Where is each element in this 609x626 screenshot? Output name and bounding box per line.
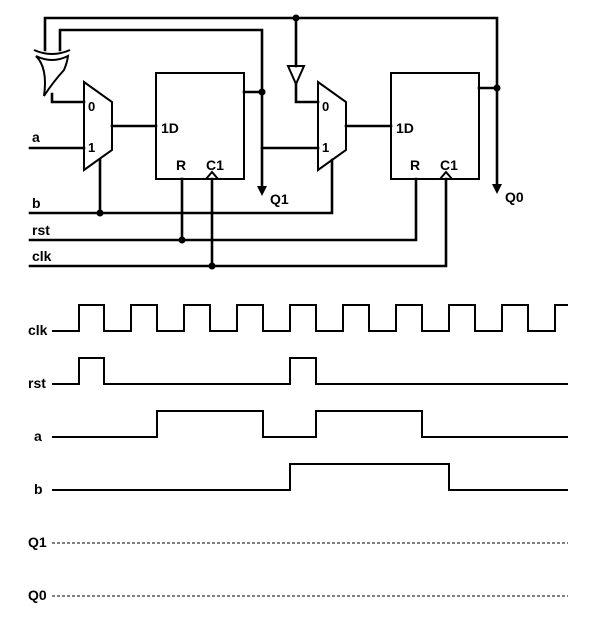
buffer-gate xyxy=(286,65,306,87)
waveform-clk xyxy=(52,304,568,332)
flip-flop-1: 1D R C1 xyxy=(155,72,245,180)
timing-label-q1: Q1 xyxy=(28,534,47,550)
xor-gate xyxy=(33,49,71,97)
ff1-r-label: R xyxy=(176,157,186,173)
timing-label-q0: Q0 xyxy=(28,587,47,603)
ff1-c-label: C1 xyxy=(206,157,224,173)
mux-1: 0 1 xyxy=(83,80,113,172)
input-b-label: b xyxy=(32,195,41,211)
mux1-label-1: 1 xyxy=(88,140,95,155)
wires xyxy=(28,16,502,268)
ff2-c-label: C1 xyxy=(440,157,458,173)
output-q0-label: Q0 xyxy=(505,189,524,205)
output-q1-label: Q1 xyxy=(270,191,289,207)
mux2-label-1: 1 xyxy=(322,140,329,155)
input-rst-label: rst xyxy=(32,222,50,238)
mux1-label-0: 0 xyxy=(88,99,95,114)
timing-diagram: clk rst a b Q1 Q0 xyxy=(28,304,568,603)
waveform-a xyxy=(52,410,568,438)
input-clk-label: clk xyxy=(32,248,52,264)
ff2-d-label: 1D xyxy=(396,120,414,136)
input-a-label: a xyxy=(32,129,40,145)
mux2-label-0: 0 xyxy=(322,99,329,114)
ff1-d-label: 1D xyxy=(161,120,179,136)
ff2-r-label: R xyxy=(410,157,420,173)
timing-label-b: b xyxy=(34,481,43,497)
circuit: 0 1 1D R C1 0 1 1D R C1 xyxy=(28,14,524,270)
timing-label-clk: clk xyxy=(28,322,48,338)
waveform-rst xyxy=(52,357,568,385)
timing-label-a: a xyxy=(34,428,42,444)
waveform-b xyxy=(52,463,568,491)
flip-flop-2: 1D R C1 xyxy=(390,72,480,180)
junction-dots xyxy=(96,14,501,270)
mux-2: 0 1 xyxy=(317,80,347,172)
timing-label-rst: rst xyxy=(28,375,46,391)
